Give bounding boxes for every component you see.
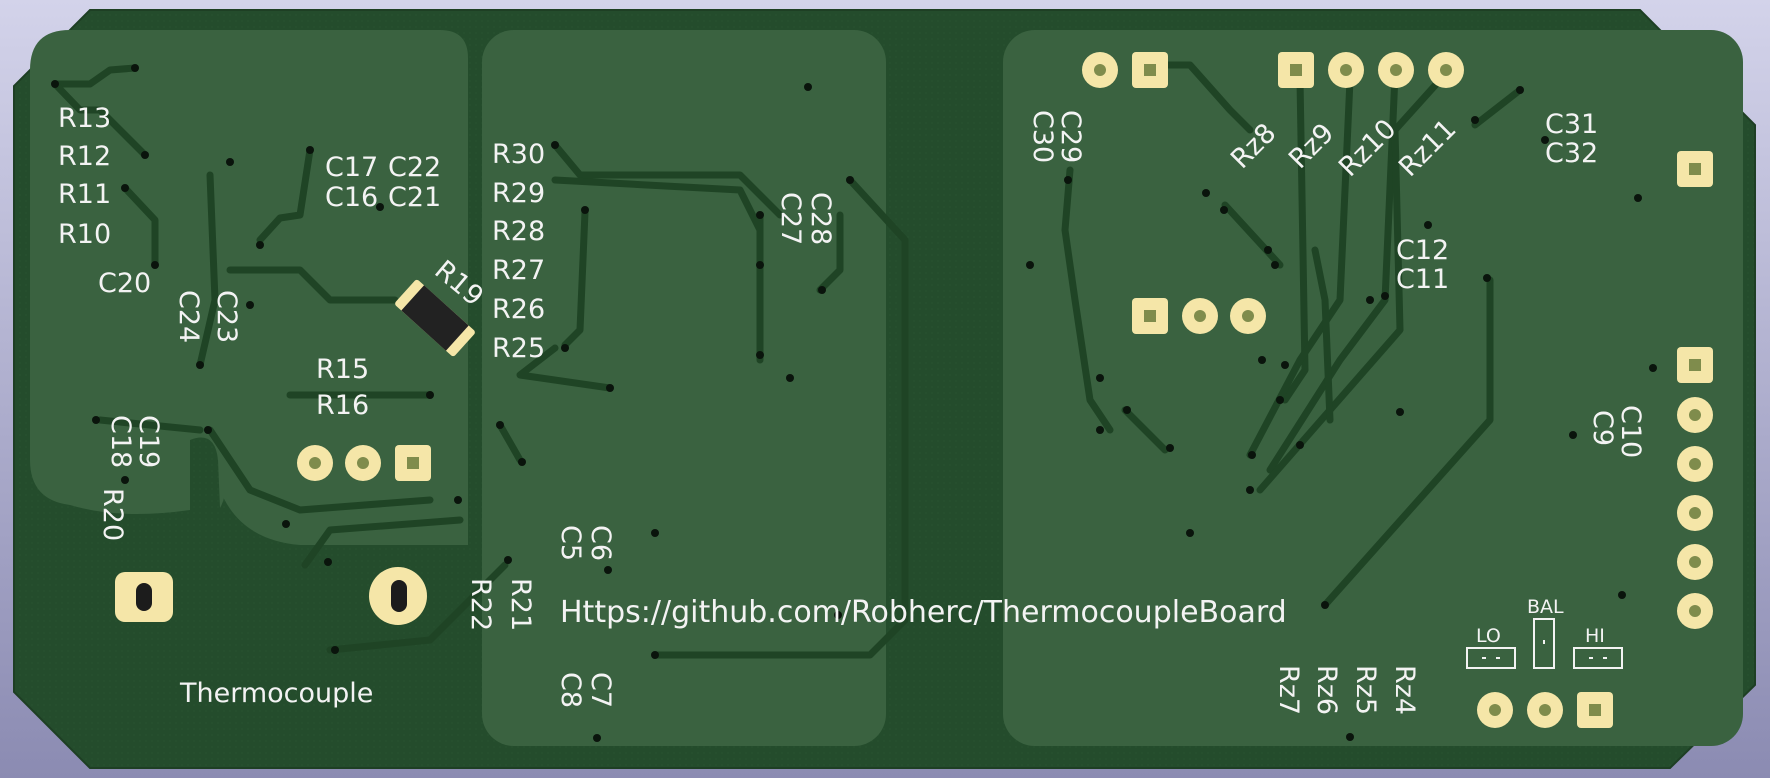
ref-c22: C22	[388, 152, 441, 183]
ref-r21: R21	[505, 578, 536, 631]
ref-c21: C21	[388, 182, 441, 213]
copper-zone-middle	[482, 30, 886, 746]
ref-c11: C11	[1396, 264, 1449, 295]
ref-c30: C30	[1027, 110, 1058, 163]
ref-c10: C10	[1615, 405, 1646, 458]
ref-r13: R13	[58, 103, 111, 134]
ref-r20: R20	[97, 488, 128, 541]
ref-rz5: Rz5	[1350, 665, 1381, 715]
vias	[51, 64, 1657, 742]
ref-r22: R22	[465, 578, 496, 631]
github-url: Https://github.com/Robherc/ThermocoupleB…	[560, 595, 1287, 630]
ref-r25: R25	[492, 333, 545, 364]
ref-r10: R10	[58, 219, 111, 250]
ref-c23: C23	[211, 290, 242, 343]
ref-rz4: Rz4	[1389, 665, 1420, 715]
ref-c17: C17	[325, 152, 378, 183]
jumper-label-lo: LO	[1476, 625, 1501, 647]
ref-c18: C18	[105, 415, 136, 468]
ref-r16: R16	[316, 390, 369, 421]
jumper-label-hi: HI	[1585, 625, 1605, 647]
thermocouple-connector	[115, 567, 427, 625]
ref-c5: C5	[555, 525, 586, 561]
ref-r15: R15	[316, 354, 369, 385]
ref-c24: C24	[173, 290, 204, 343]
ref-r11: R11	[58, 179, 111, 210]
r19-resistor	[395, 279, 475, 357]
ref-r29: R29	[492, 178, 545, 209]
ref-c28: C28	[805, 192, 836, 245]
ref-r12: R12	[58, 141, 111, 172]
ref-c29: C29	[1055, 110, 1086, 163]
ref-c16: C16	[325, 182, 378, 213]
jumper-bal-outline	[1533, 618, 1555, 669]
jumper-lo-outline	[1466, 647, 1516, 669]
ref-c31: C31	[1545, 109, 1598, 140]
ref-c9: C9	[1587, 410, 1618, 446]
ref-c32: C32	[1545, 138, 1598, 169]
ref-c27: C27	[775, 192, 806, 245]
ref-r27: R27	[492, 255, 545, 286]
ref-c20: C20	[98, 268, 151, 299]
ref-r30: R30	[492, 139, 545, 170]
ref-rz7: Rz7	[1273, 665, 1304, 715]
connector-label: Thermocouple	[179, 678, 373, 709]
jumper-label-bal: BAL	[1527, 596, 1564, 618]
copper-zone-right	[1003, 30, 1743, 746]
ref-c19: C19	[133, 415, 164, 468]
traces	[51, 61, 1524, 659]
ref-r28: R28	[492, 216, 545, 247]
ref-rz6: Rz6	[1311, 665, 1342, 715]
solder-jumpers	[1466, 618, 1623, 669]
jumper-hi-outline	[1573, 647, 1623, 669]
drill-holes	[309, 64, 1701, 716]
ref-c8: C8	[555, 672, 586, 708]
ref-r26: R26	[492, 294, 545, 325]
ref-c7: C7	[585, 672, 616, 708]
ref-c6: C6	[585, 525, 616, 561]
ref-c12: C12	[1396, 235, 1449, 266]
